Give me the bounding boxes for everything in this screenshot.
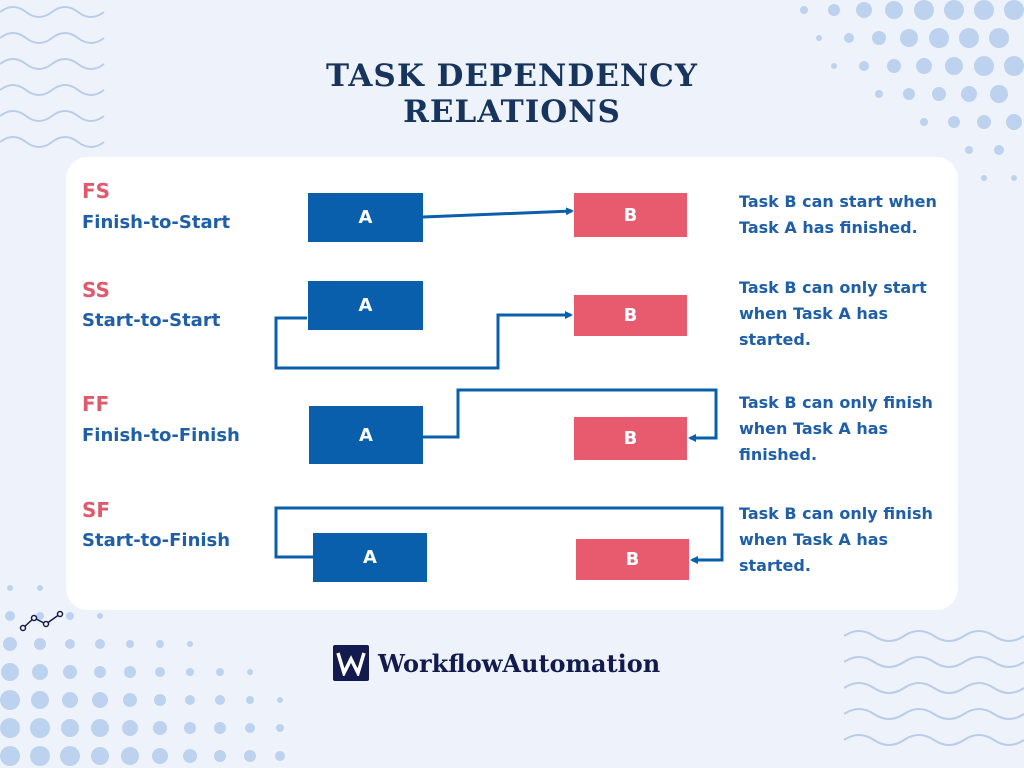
sf-task-a: A [313, 533, 427, 582]
ss-task-b: B [574, 295, 687, 336]
ss-task-a: A [308, 281, 423, 330]
relation-name-ff: Finish-to-Finish [82, 425, 240, 446]
relation-description-sf: Task B can only finish when Task A has s… [739, 504, 933, 575]
dot-pattern-bottom-left [0, 585, 285, 766]
relation-name-sf: Start-to-Finish [82, 530, 231, 551]
fs-task-a: A [308, 193, 423, 242]
ff-task-a: A [309, 406, 423, 464]
brand-name: WorkflowAutomation [378, 648, 661, 678]
relation-description-ff: Task B can only finish when Task A has f… [739, 393, 933, 464]
relation-description-ss: Task B can only start when Task A has st… [739, 278, 927, 349]
page-title: TASK DEPENDENCY RELATIONS [0, 58, 1024, 130]
sf-connector-arrow [274, 506, 724, 564]
sparkline-icon [19, 610, 64, 632]
fs-connector-arrow [422, 207, 574, 219]
relation-code-fs: FS [82, 179, 111, 203]
brand-logo: WorkflowAutomation [333, 644, 660, 682]
relation-name-ss: Start-to-Start [82, 310, 221, 331]
ff-task-b: B [574, 417, 687, 460]
page-title-line-1: TASK DEPENDENCY [326, 58, 698, 94]
dot-pattern-top-right [800, 0, 1024, 181]
sf-task-b: B [576, 539, 689, 580]
relation-code-ss: SS [82, 278, 110, 302]
relation-code-sf: SF [82, 498, 111, 522]
workflow-automation-logo-icon [333, 645, 369, 681]
fs-task-b: B [574, 193, 687, 237]
ss-connector-arrow [274, 311, 573, 370]
wave-pattern-bottom-right [844, 630, 1024, 746]
ff-connector-arrow [423, 388, 718, 442]
dependency-card [66, 157, 958, 610]
wave-pattern-top-left [0, 6, 105, 148]
relation-name-fs: Finish-to-Start [82, 212, 231, 233]
relation-code-ff: FF [82, 392, 110, 416]
page-title-line-2: RELATIONS [403, 94, 621, 130]
relation-description-fs: Task B can start when Task A has finishe… [739, 192, 937, 237]
